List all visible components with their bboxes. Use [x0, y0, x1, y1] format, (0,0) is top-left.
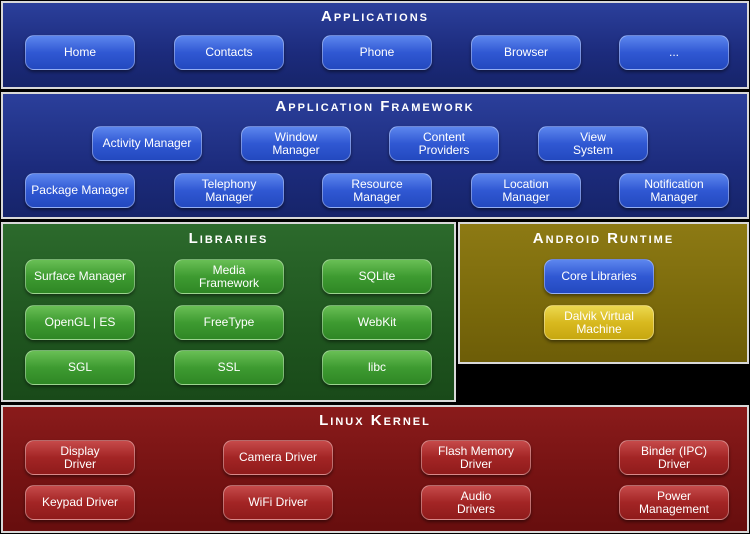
app-home-label: Home: [63, 45, 96, 59]
lib-libc[interactable]: libc: [322, 350, 432, 385]
runtime-title: Android Runtime: [532, 230, 675, 247]
lib-webkit-label: WebKit: [357, 315, 397, 329]
app-contacts[interactable]: Contacts: [174, 35, 284, 70]
lib-sqlite-label: SQLite: [358, 269, 396, 283]
k-keypad-driver[interactable]: Keypad Driver: [25, 485, 135, 520]
app-more[interactable]: ...: [619, 35, 729, 70]
lib-sgl-label: SGL: [67, 360, 92, 374]
app-contacts-label: Contacts: [205, 45, 253, 59]
k-keypad-driver-label: Keypad Driver: [41, 495, 119, 509]
lib-webkit[interactable]: WebKit: [322, 305, 432, 340]
k-binder-ipc-driver[interactable]: Binder (IPC)Driver: [619, 440, 729, 475]
app-browser-label: Browser: [503, 45, 548, 59]
app-more-label: ...: [668, 45, 679, 59]
k-camera-driver-label: Camera Driver: [238, 450, 317, 464]
app-phone[interactable]: Phone: [322, 35, 432, 70]
runtime-layer: Android Runtime Core Libraries Dalvik Vi…: [458, 222, 749, 364]
k-wifi-driver[interactable]: WiFi Driver: [223, 485, 333, 520]
lib-ssl-label: SSL: [217, 360, 241, 374]
lib-ssl[interactable]: SSL: [174, 350, 284, 385]
app-browser[interactable]: Browser: [471, 35, 581, 70]
framework-title: Application Framework: [275, 98, 475, 115]
lib-opengl-es-label: OpenGL | ES: [44, 315, 116, 329]
applications-title: Applications: [321, 8, 429, 25]
lib-sgl[interactable]: SGL: [25, 350, 135, 385]
fw-package-manager[interactable]: Package Manager: [25, 173, 135, 208]
k-camera-driver[interactable]: Camera Driver: [223, 440, 333, 475]
lib-surface-manager-label: Surface Manager: [33, 269, 127, 283]
kernel-title: Linux Kernel: [319, 412, 431, 429]
lib-opengl-es[interactable]: OpenGL | ES: [25, 305, 135, 340]
lib-freetype-label: FreeType: [203, 315, 255, 329]
rt-core-libraries-label: Core Libraries: [561, 269, 637, 283]
app-home[interactable]: Home: [25, 35, 135, 70]
fw-activity-manager[interactable]: Activity Manager: [92, 126, 202, 161]
lib-sqlite[interactable]: SQLite: [322, 259, 432, 294]
libraries-title: Libraries: [188, 230, 269, 247]
fw-activity-manager-label: Activity Manager: [102, 136, 192, 150]
lib-freetype[interactable]: FreeType: [174, 305, 284, 340]
fw-package-manager-label: Package Manager: [31, 183, 129, 197]
lib-libc-label: libc: [367, 360, 386, 374]
k-wifi-driver-label: WiFi Driver: [248, 495, 308, 509]
rt-core-libraries[interactable]: Core Libraries: [544, 259, 654, 294]
app-phone-label: Phone: [359, 45, 395, 59]
applications-layer: Applications Home Contacts Phone Browser…: [1, 1, 749, 89]
k-binder-ipc-driver-label: Binder (IPC)Driver: [640, 443, 708, 471]
framework-layer: Application Framework Activity Manager W…: [1, 92, 749, 219]
lib-surface-manager[interactable]: Surface Manager: [25, 259, 135, 294]
